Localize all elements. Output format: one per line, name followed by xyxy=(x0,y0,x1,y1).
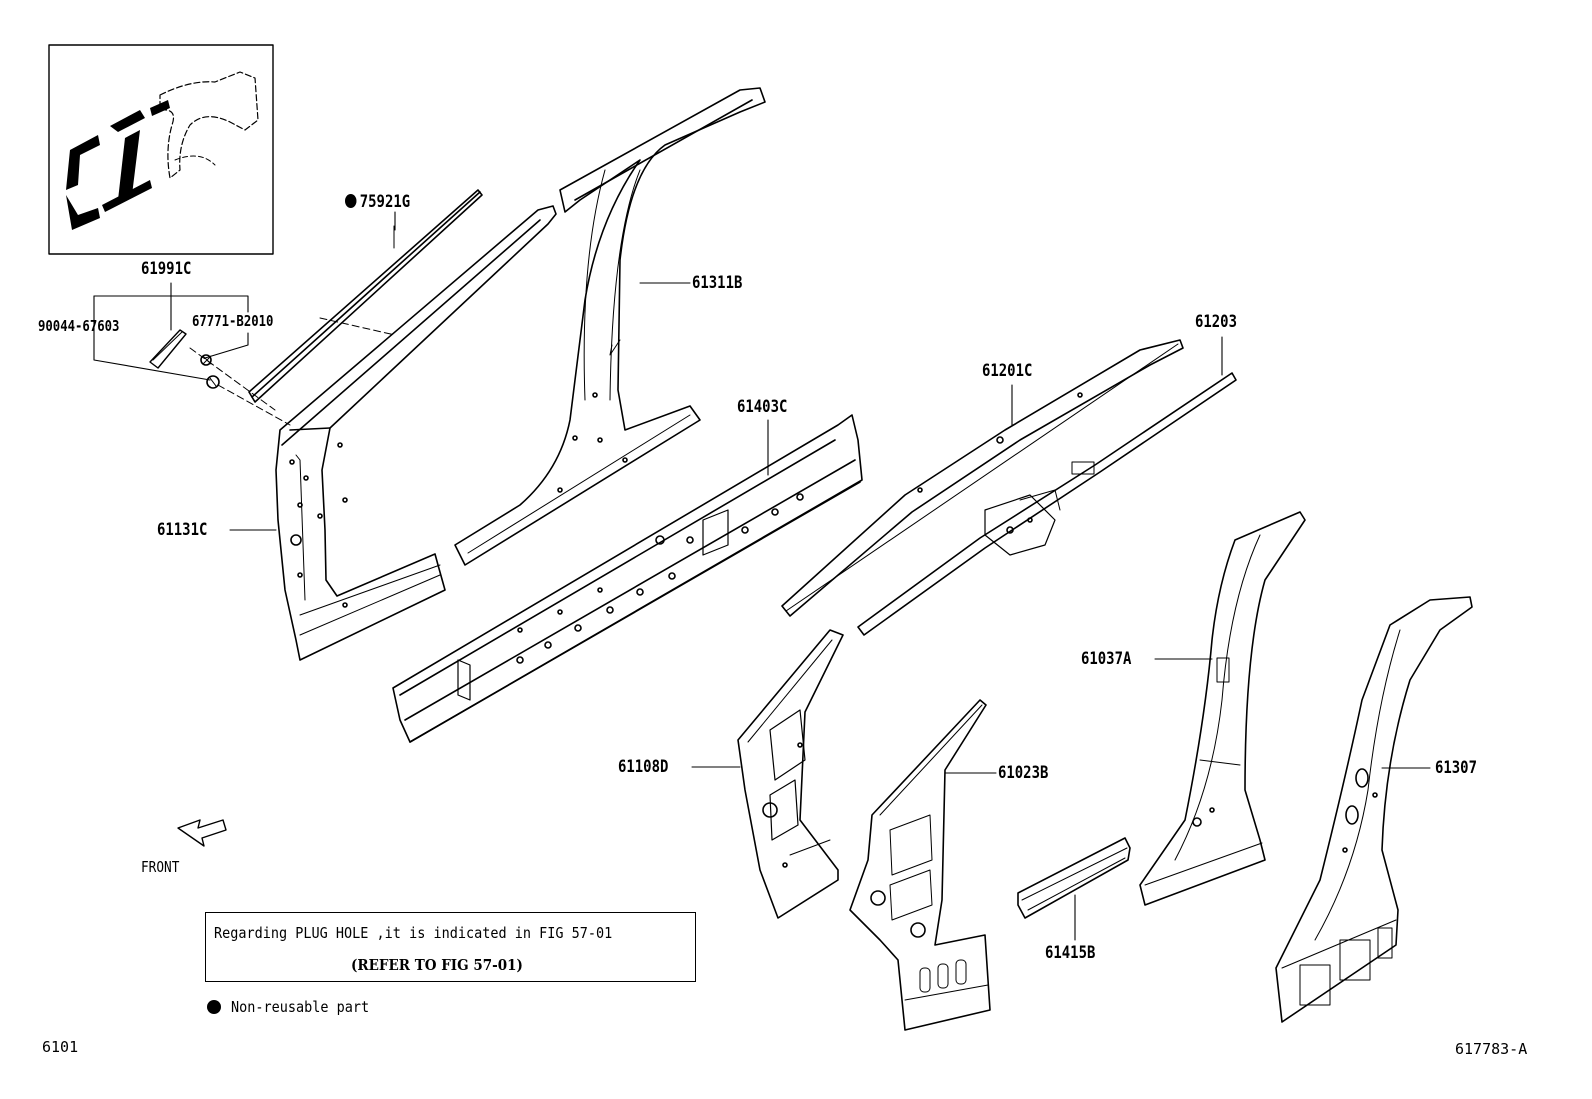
locator-body-outline xyxy=(159,71,259,179)
part-61201C-drawing xyxy=(781,339,1184,617)
note-line-2: (REFER TO FIG 57-01) xyxy=(351,956,523,974)
legend-text: Non-reusable part xyxy=(231,998,370,1016)
page-code: 6101 xyxy=(42,1038,79,1056)
part-61203-drawing xyxy=(857,372,1237,636)
part-61403C-drawing xyxy=(392,414,863,743)
label-90044-67603: 90044-67603 xyxy=(38,317,120,335)
label-75921G: 75921G xyxy=(345,192,410,212)
label-61131C: 61131C xyxy=(157,520,208,540)
label-61991C: 61991C xyxy=(141,259,192,279)
front-arrow-icon xyxy=(177,819,227,847)
part-75921G-drawing xyxy=(248,189,483,403)
leader-bracket-90044 xyxy=(93,295,211,381)
legend: Non-reusable part xyxy=(207,998,385,1016)
leader-lines xyxy=(93,211,1431,941)
part-61415B-drawing xyxy=(1017,837,1131,919)
plug-hole-note-box: Regarding PLUG HOLE ,it is indicated in … xyxy=(205,912,696,982)
label-61108D: 61108D xyxy=(618,757,669,777)
front-direction-label: FRONT xyxy=(141,858,180,876)
part-61311B-drawing xyxy=(454,87,766,566)
label-61037A: 61037A xyxy=(1081,649,1132,669)
non-reusable-dot-icon xyxy=(345,194,357,208)
part-61108D-drawing xyxy=(737,629,844,919)
label-61307: 61307 xyxy=(1435,758,1477,778)
label-67771-B2010: 67771-B2010 xyxy=(192,312,274,330)
leader-bracket-top xyxy=(93,295,249,313)
part-61023B-drawing xyxy=(849,699,991,1031)
label-61201C: 61201C xyxy=(982,361,1033,381)
part-61307-drawing xyxy=(1275,596,1473,1023)
part-61037A-drawing xyxy=(1139,511,1306,906)
leader-67771 xyxy=(204,332,249,359)
label-61415B: 61415B xyxy=(1045,943,1096,963)
label-61311B: 61311B xyxy=(692,273,743,293)
part-61131C-drawing xyxy=(275,205,557,661)
non-reusable-dot-icon xyxy=(207,1000,221,1014)
figure-code: 617783-A xyxy=(1455,1040,1528,1058)
clip-assembly-drawing xyxy=(149,317,396,426)
locator-inset xyxy=(48,44,274,255)
label-61203: 61203 xyxy=(1195,312,1237,332)
locator-highlight-shape xyxy=(66,100,170,230)
label-61023B: 61023B xyxy=(998,763,1049,783)
note-line-1: Regarding PLUG HOLE ,it is indicated in … xyxy=(214,924,613,942)
label-61403C: 61403C xyxy=(737,397,788,417)
